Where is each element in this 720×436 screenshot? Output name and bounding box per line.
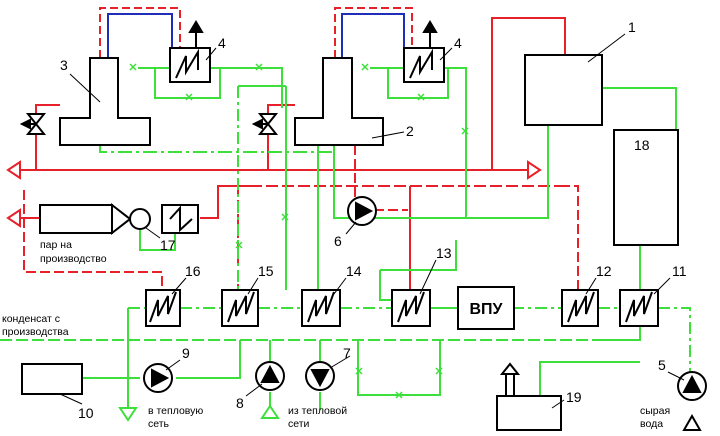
leader-lines (59, 33, 685, 409)
water-lines (0, 67, 691, 420)
equipment-numbers: 1 2 3 4 4 5 6 7 8 9 10 11 12 13 14 15 16… (60, 19, 687, 421)
deaerator-19 (496, 395, 562, 431)
label-18: 18 (634, 137, 650, 153)
turbine-2 (294, 57, 384, 146)
label-6: 6 (334, 233, 342, 249)
condensate-label-2: производства (2, 326, 69, 338)
pumps (143, 196, 707, 401)
turbine-3 (59, 57, 151, 146)
flow-labels: пар на производство конденсат с производ… (2, 239, 670, 430)
tank-18 (613, 129, 679, 246)
label-13: 13 (436, 245, 452, 261)
label-4a: 4 (218, 35, 226, 51)
label-8: 8 (236, 395, 244, 411)
steam-label-1: пар на (40, 239, 72, 251)
cross-marks (129, 63, 469, 399)
to-network-label-2: сеть (148, 418, 170, 430)
label-19: 19 (566, 389, 582, 405)
equipment (21, 47, 679, 431)
steam-label-2: производство (40, 253, 107, 265)
condensate-label-1: конденсат с (2, 313, 60, 325)
vpu-box (457, 286, 515, 330)
label-15: 15 (258, 263, 274, 279)
label-10: 10 (78, 405, 94, 421)
boiler-1 (524, 54, 603, 126)
label-11: 11 (672, 263, 687, 279)
label-5: 5 (658, 357, 666, 373)
vpu-label: ВПУ (469, 301, 503, 318)
raw-water-label-2: вода (640, 418, 663, 430)
tank-10 (21, 363, 83, 395)
label-7: 7 (343, 345, 351, 361)
valves (19, 113, 279, 135)
from-network-label-1: из тепловой (288, 405, 347, 417)
raw-water-label-1: сырая (640, 405, 670, 417)
label-3: 3 (60, 57, 68, 73)
label-1: 1 (628, 19, 636, 35)
label-4b: 4 (454, 35, 462, 51)
heater-coils (149, 48, 653, 323)
steam-lines (20, 7, 579, 290)
network-arrows (118, 404, 702, 431)
vent-arrows (188, 20, 521, 396)
to-network-label-1: в тепловую (148, 405, 203, 417)
from-network-label-2: сети (288, 418, 310, 430)
cooling-lines (107, 13, 405, 58)
label-14: 14 (346, 263, 362, 279)
label-12: 12 (596, 263, 612, 279)
label-17: 17 (160, 237, 176, 253)
label-16: 16 (185, 263, 201, 279)
label-2: 2 (406, 123, 414, 139)
unit-17-body (39, 204, 113, 234)
flow-arrows (6, 160, 542, 228)
label-9: 9 (182, 345, 190, 361)
